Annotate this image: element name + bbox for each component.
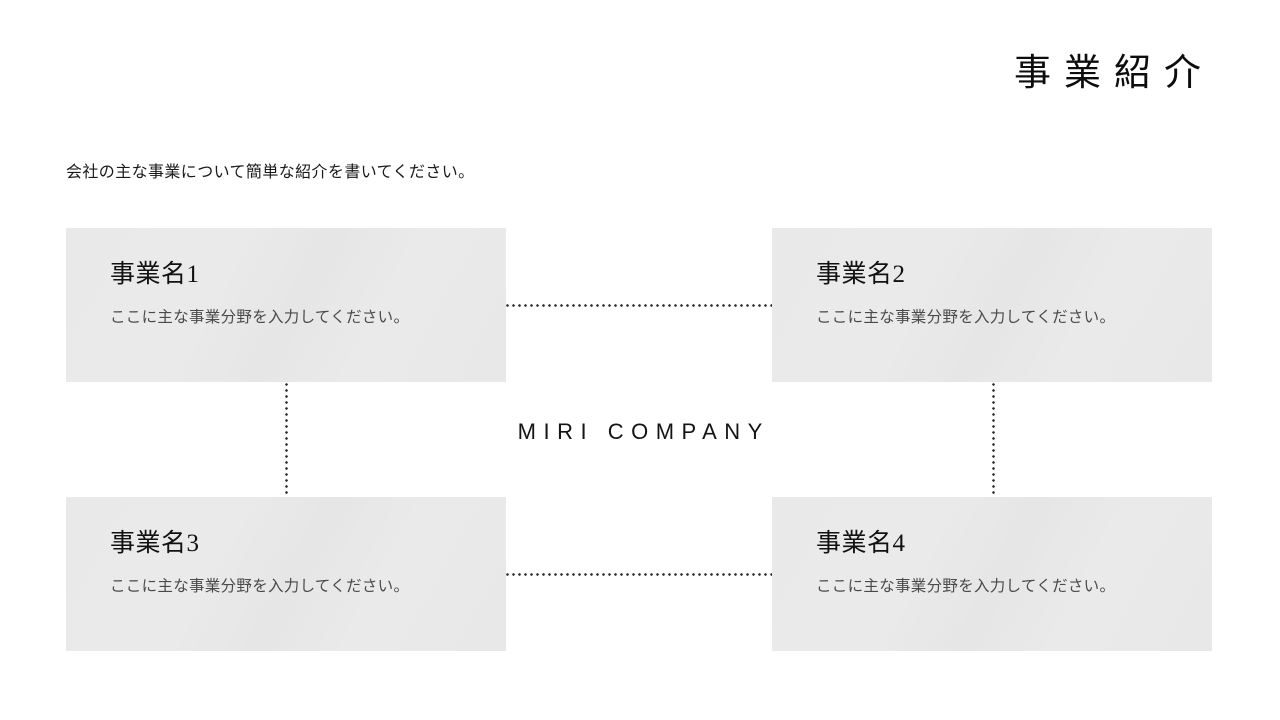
bottom-horizontal-connector: [506, 573, 772, 576]
business-card-1-description: ここに主な事業分野を入力してください。: [110, 309, 410, 326]
business-card-4-description: ここに主な事業分野を入力してください。: [816, 578, 1116, 595]
business-card-1[interactable]: 事業名1 ここに主な事業分野を入力してください。: [66, 228, 506, 382]
slide-subtitle: 会社の主な事業について簡単な紹介を書いてください。: [66, 164, 475, 181]
business-card-3-title: 事業名3: [110, 530, 200, 557]
business-card-2-description: ここに主な事業分野を入力してください。: [816, 309, 1116, 326]
left-vertical-connector: [285, 383, 288, 497]
business-card-1-title: 事業名1: [110, 261, 200, 288]
business-card-2-title: 事業名2: [816, 261, 906, 288]
business-card-4[interactable]: 事業名4 ここに主な事業分野を入力してください。: [772, 497, 1212, 651]
right-vertical-connector: [992, 383, 995, 497]
business-card-3-description: ここに主な事業分野を入力してください。: [110, 578, 410, 595]
center-company-wordmark: MIRI COMPANY: [517, 419, 770, 444]
business-card-4-title: 事業名4: [816, 530, 906, 557]
business-card-3[interactable]: 事業名3 ここに主な事業分野を入力してください。: [66, 497, 506, 651]
top-horizontal-connector: [506, 304, 772, 307]
business-card-2[interactable]: 事業名2 ここに主な事業分野を入力してください。: [772, 228, 1212, 382]
page-title: 事業紹介: [1014, 53, 1214, 94]
